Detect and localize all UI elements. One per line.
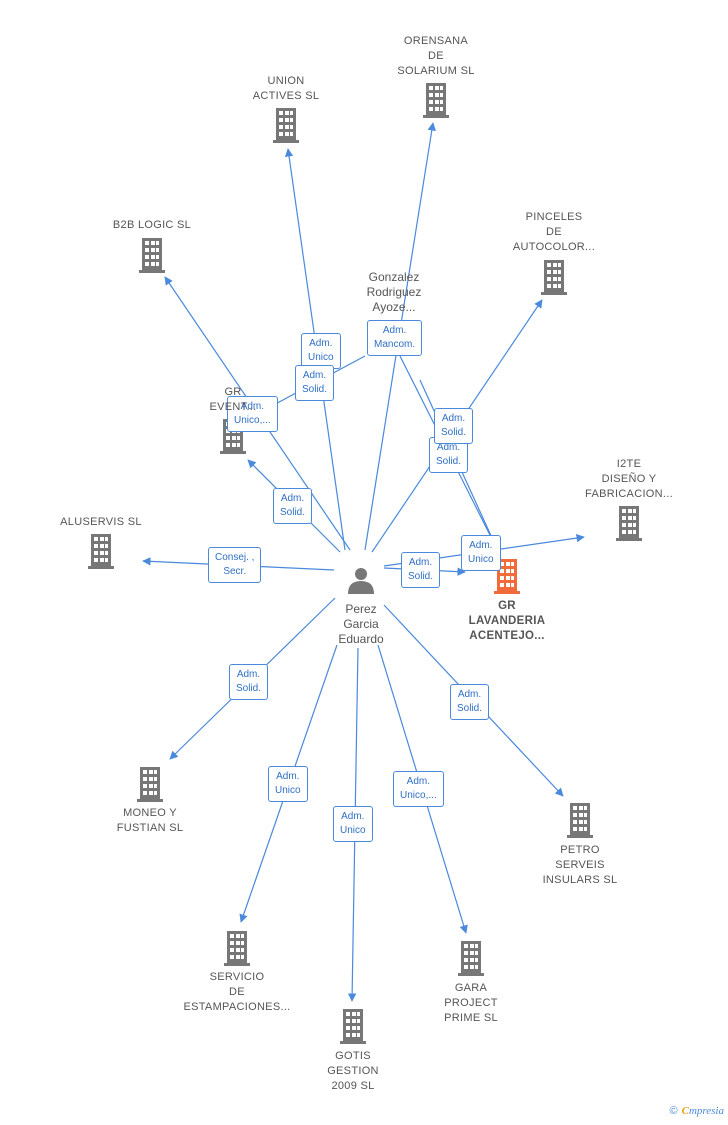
company-label-greventos[interactable]: GR EVENT... — [209, 386, 257, 413]
company-label-aluservis[interactable]: ALUSERVIS SL — [60, 516, 142, 528]
building-icon[interactable] — [137, 767, 163, 802]
building-icon[interactable] — [273, 108, 299, 143]
company-label-orensana[interactable]: ORENSANA DE SOLARIUM SL — [397, 35, 475, 77]
edge-label[interactable]: Adm. Unico — [333, 806, 373, 842]
company-label-petro[interactable]: PETRO SERVEIS INSULARS SL — [542, 844, 618, 886]
person-icon[interactable] — [348, 568, 374, 594]
person-label-gonzalez[interactable]: Gonzalez Rodriguez Ayoze... — [366, 270, 422, 314]
edge-label[interactable]: Consej. , Secr. — [208, 547, 262, 583]
edge-label[interactable]: Adm. Mancom. — [367, 320, 423, 356]
edge-label[interactable]: Adm. Solid. — [229, 664, 269, 700]
edge-label[interactable]: Adm. Unico,... — [227, 396, 278, 432]
edge-label[interactable]: Adm. Solid. — [434, 408, 474, 444]
building-icon[interactable] — [88, 534, 114, 569]
edge-label[interactable]: Adm. Solid. — [450, 684, 490, 720]
company-label-pinceles[interactable]: PINCELES DE AUTOCOLOR... — [512, 211, 596, 253]
company-label-b2b[interactable]: B2B LOGIC SL — [112, 219, 192, 231]
company-label-gotis[interactable]: GOTIS GESTION 2009 SL — [327, 1050, 379, 1092]
building-icon[interactable] — [139, 238, 165, 273]
edge-label[interactable]: Adm. Unico — [301, 333, 341, 369]
building-icon[interactable] — [567, 803, 593, 838]
edge-label[interactable]: Adm. Unico — [461, 535, 501, 571]
company-label-servicio[interactable]: SERVICIO DE ESTAMPACIONES... — [183, 971, 291, 1013]
edge-label[interactable]: Adm. Solid. — [401, 552, 441, 588]
edge-label[interactable]: Adm. Unico,... — [393, 771, 444, 807]
brand-name: mpresia — [688, 1105, 724, 1117]
building-icon[interactable] — [541, 260, 567, 295]
person-label-perez[interactable]: Perez Garcia Eduardo — [338, 602, 384, 646]
brand-initial: C — [681, 1105, 689, 1117]
company-label-gara[interactable]: GARA PROJECT PRIME SL — [444, 982, 498, 1024]
edge-label[interactable]: Adm. Solid. — [295, 365, 335, 401]
edge-label[interactable]: Adm. Solid. — [273, 488, 313, 524]
copyright-symbol: © — [669, 1105, 678, 1117]
footer-brand: ©Cmpresia — [670, 1105, 725, 1117]
building-icon[interactable] — [458, 941, 484, 976]
edge-label[interactable]: Adm. Unico — [268, 766, 308, 802]
building-icon[interactable] — [224, 931, 250, 966]
building-icon[interactable] — [616, 506, 642, 541]
company-label-union[interactable]: UNION ACTIVES SL — [252, 75, 320, 102]
building-icon[interactable] — [423, 83, 449, 118]
company-label-moneo[interactable]: MONEO Y FUSTIAN SL — [116, 807, 184, 834]
company-label-grlav[interactable]: GR LAVANDERIA ACENTEJO... — [468, 600, 546, 642]
building-icon[interactable] — [340, 1009, 366, 1044]
company-label-i2te[interactable]: I2TE DISEÑO Y FABRICACION... — [585, 458, 673, 500]
